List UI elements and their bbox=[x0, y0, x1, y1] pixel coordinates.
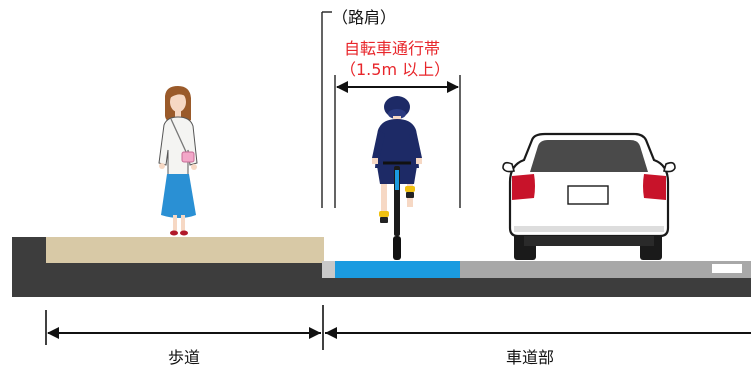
roadway-arrow-left bbox=[325, 327, 337, 339]
lane-marking bbox=[712, 264, 742, 273]
shoulder-label: （路肩） bbox=[332, 8, 397, 27]
woman-walking-icon bbox=[158, 86, 198, 236]
sidewalk-label: 歩道 bbox=[168, 348, 201, 367]
car-rear-icon bbox=[502, 132, 676, 260]
bike-lane-arrow-left bbox=[336, 81, 348, 93]
bike-lane-label: 自転車通行帯 bbox=[344, 39, 441, 58]
sidewalk-arrow-right bbox=[309, 327, 321, 339]
bike-lane-arrow-right bbox=[447, 81, 459, 93]
sidewalk-arrow-left bbox=[47, 327, 59, 339]
bike-lane-width-label: （1.5m 以上） bbox=[340, 60, 451, 79]
roadway-label: 車道部 bbox=[506, 348, 555, 367]
sidewalk-paving bbox=[46, 237, 324, 263]
cyclist-icon bbox=[372, 96, 422, 260]
roadway-base bbox=[322, 278, 751, 297]
bike-lane-surface bbox=[335, 261, 460, 278]
shoulder-surface bbox=[322, 261, 335, 278]
